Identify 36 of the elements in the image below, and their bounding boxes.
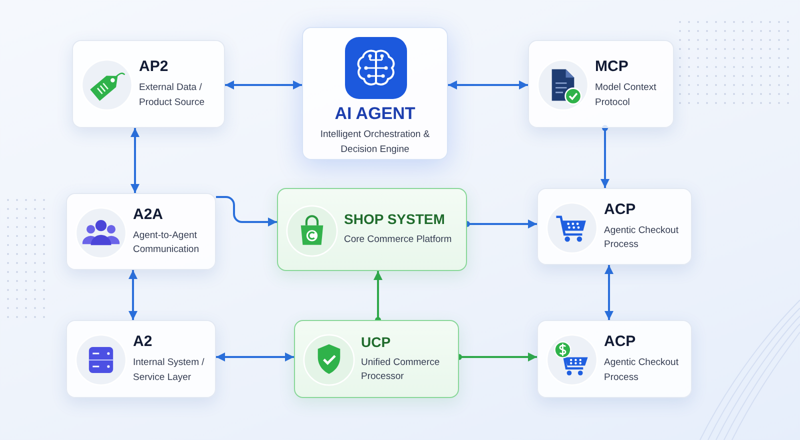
component-card <box>302 27 448 160</box>
node-description: Agentic Checkout Process <box>604 356 680 384</box>
component-card <box>277 188 467 271</box>
node-title: A2A <box>133 206 164 224</box>
connector-arrow <box>128 270 138 320</box>
connector-arrow <box>448 80 528 90</box>
node-title: ACP <box>604 200 636 219</box>
node-description: Model Context Protocol <box>595 81 658 110</box>
node-description: Core Commerce Platform <box>344 233 452 248</box>
node-description: Agentic Checkout Process <box>604 224 680 252</box>
node-description: Agent-to-Agent Communication <box>133 228 200 257</box>
node-title: ACP <box>604 333 636 352</box>
component-card <box>537 188 692 265</box>
component-card <box>294 320 459 398</box>
node-title: MCP <box>595 58 628 76</box>
node-description: Unified Commerce Processor <box>361 356 441 384</box>
node-title: AP2 <box>139 58 168 76</box>
node-title: A2 <box>133 333 152 352</box>
node-description: Intelligent Orchestration & Decision Engine <box>319 128 431 157</box>
component-card <box>528 40 674 128</box>
connector-arrow <box>216 196 277 226</box>
component-card <box>537 320 692 398</box>
node-title: SHOP SYSTEM <box>344 211 445 228</box>
node-title: AI AGENT <box>334 104 416 124</box>
node-description: External Data / Product Source <box>139 81 206 110</box>
connector-arrow <box>600 125 610 188</box>
node-description: Internal System / Service Layer <box>133 356 206 384</box>
component-card <box>66 320 216 398</box>
connector-arrow <box>374 271 382 323</box>
component-card <box>66 193 216 270</box>
connector-arrow <box>130 128 140 193</box>
node-title: UCP <box>361 334 391 351</box>
connector-arrow <box>216 352 294 362</box>
connector-arrow <box>604 265 614 320</box>
component-card <box>72 40 225 128</box>
connector-arrow <box>225 80 302 90</box>
